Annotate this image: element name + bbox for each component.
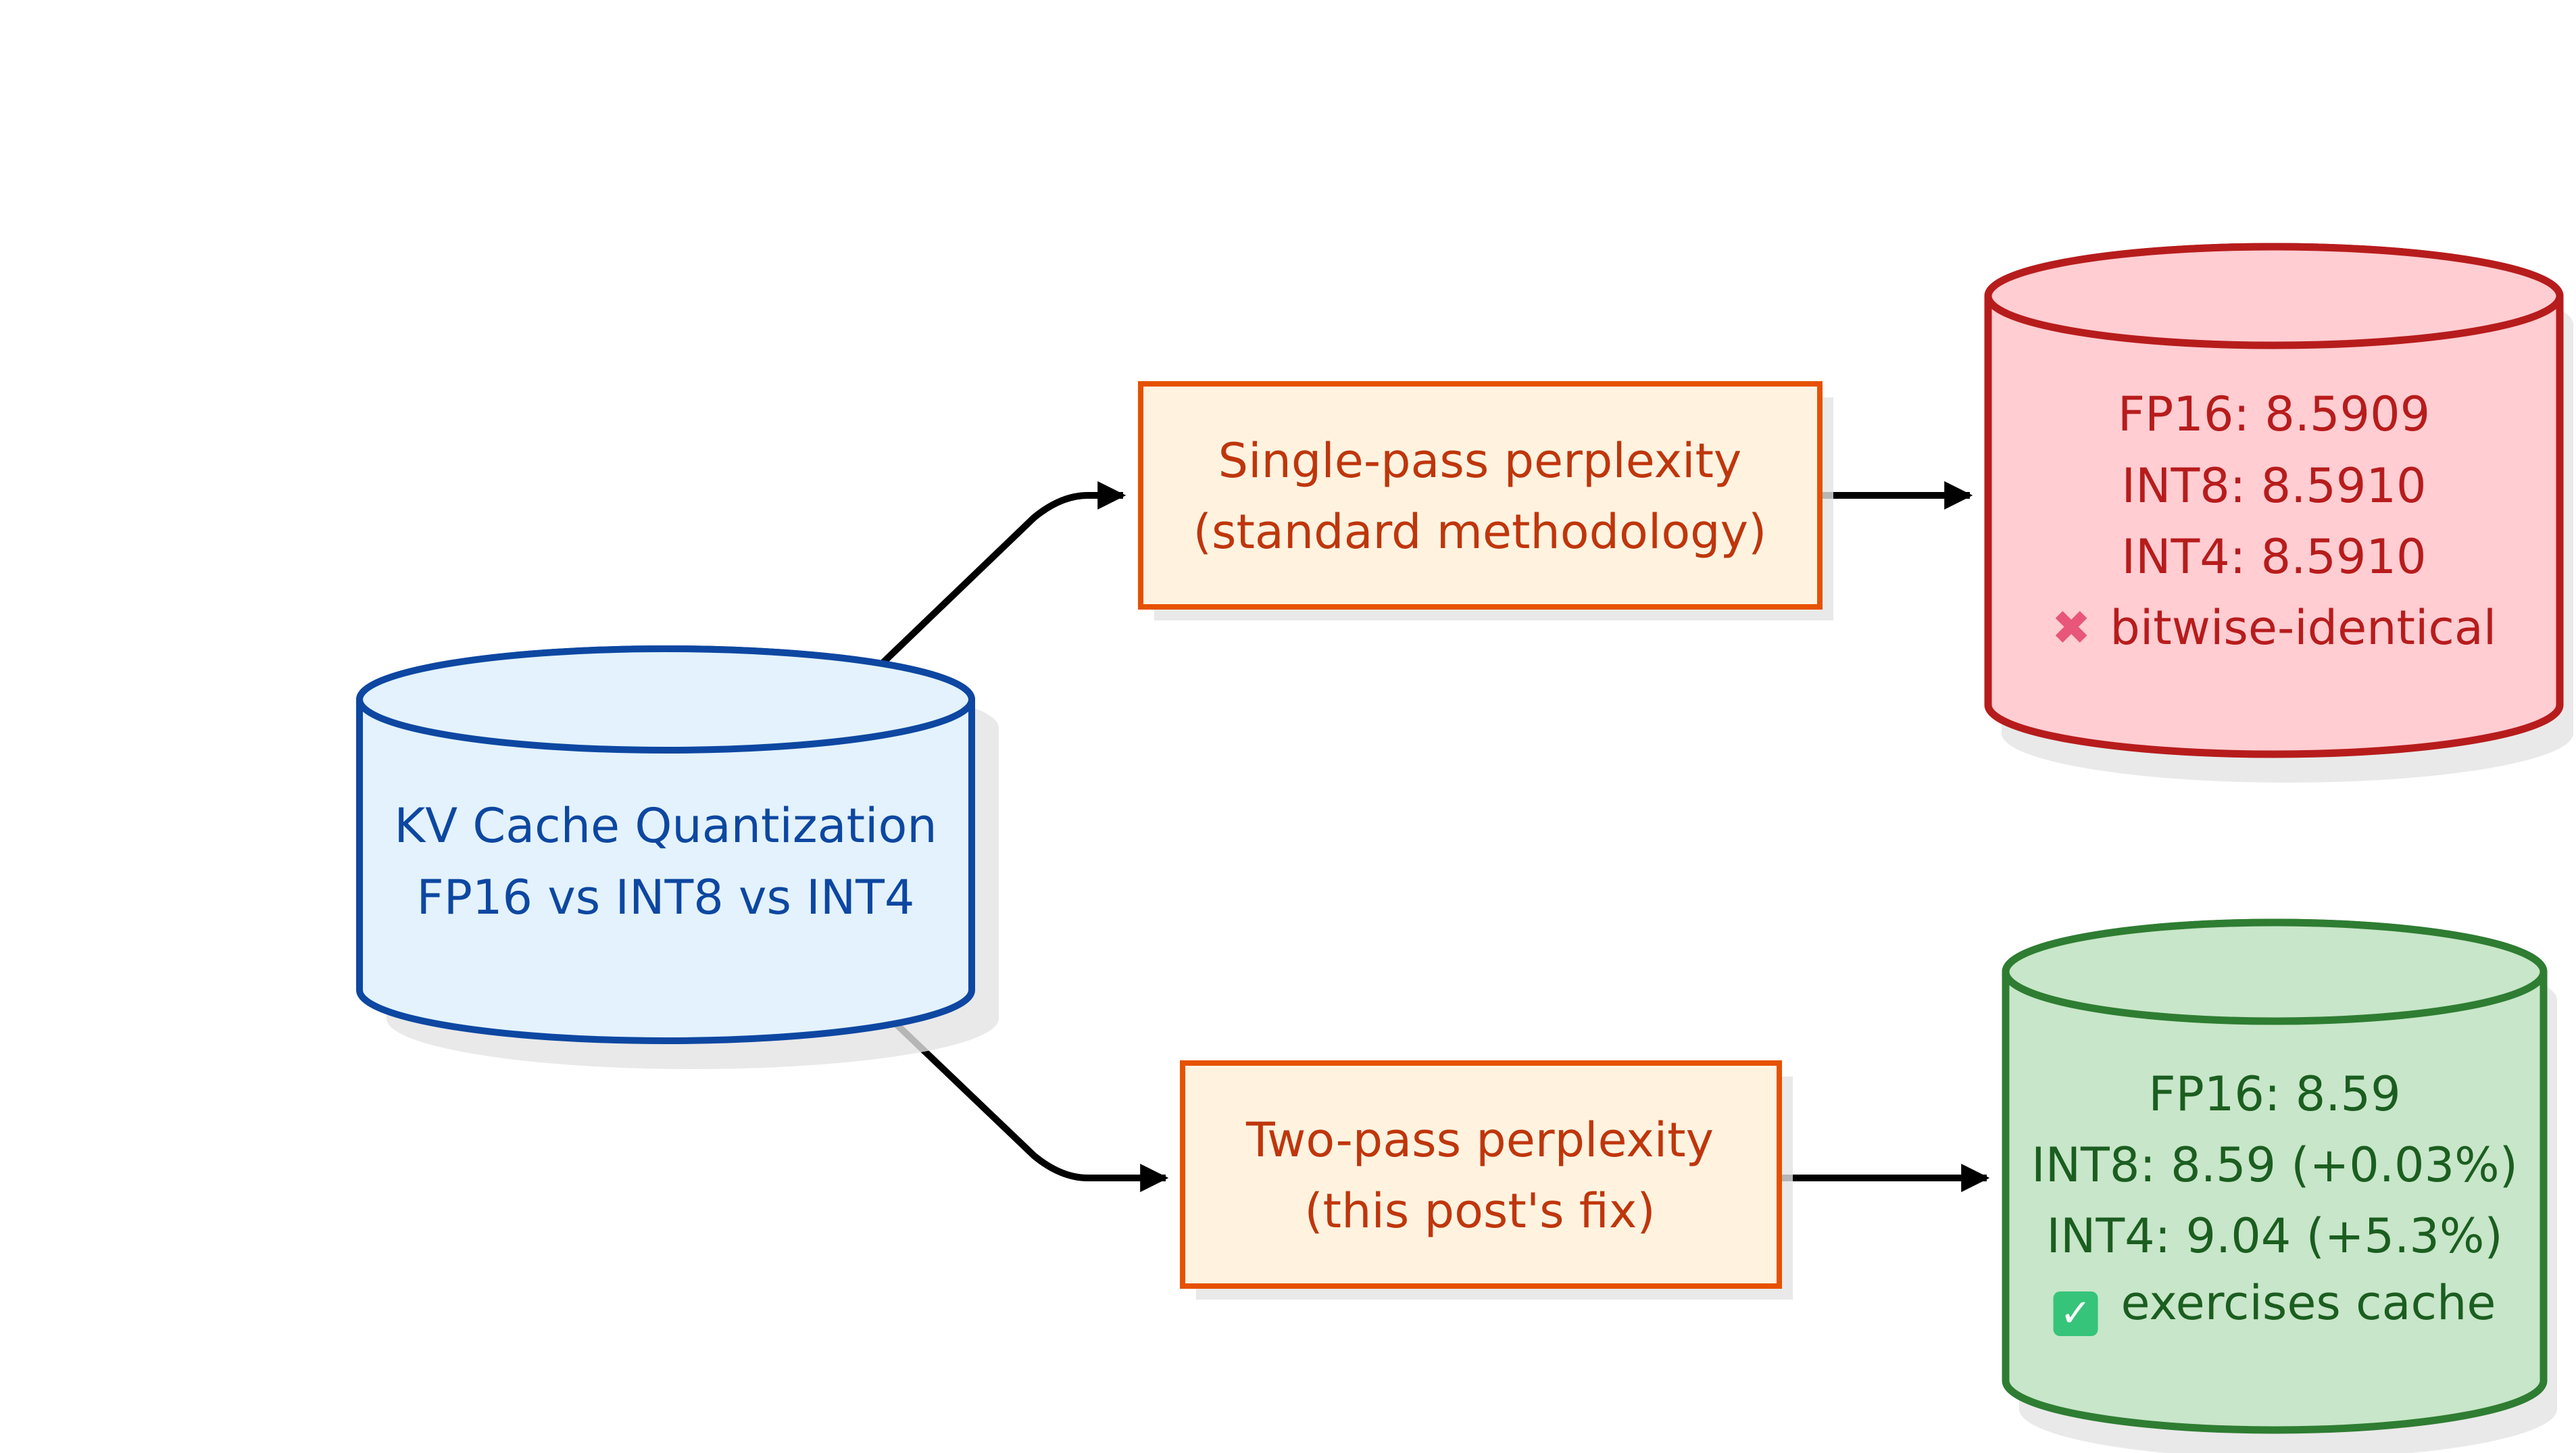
two-pass-result-cylinder bbox=[2002, 918, 2557, 1453]
edge-source-to-two-pass bbox=[879, 1008, 1169, 1192]
two-pass-box bbox=[1180, 1060, 1793, 1300]
single-pass-result-cylinder bbox=[1984, 243, 2573, 783]
edge-source-to-single-pass bbox=[879, 481, 1126, 666]
source-cylinder bbox=[356, 645, 999, 1069]
single-pass-box bbox=[1138, 381, 1833, 620]
